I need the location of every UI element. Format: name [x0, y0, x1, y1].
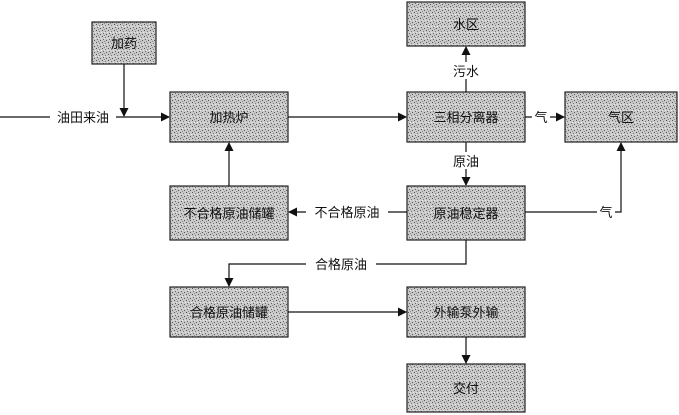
box-dosing-label: 加药 [111, 37, 137, 52]
box-export-pump-label: 外输泵外输 [433, 305, 498, 321]
label-gas-from-separator: 气 [534, 110, 547, 126]
box-three-phase-separator-label: 三相分离器 [433, 110, 498, 126]
box-delivery: 交付 [406, 363, 526, 413]
label-crude-oil: 原油 [453, 155, 479, 170]
box-water-zone: 水区 [406, 1, 526, 47]
box-three-phase-separator: 三相分离器 [406, 91, 526, 143]
label-sewage: 污水 [453, 65, 479, 80]
arrow-stabilizer-to-gas [525, 142, 626, 213]
label-gas-from-stabilizer: 气 [599, 205, 612, 221]
box-export-pump: 外输泵外输 [406, 286, 526, 338]
box-crude-stabilizer-label: 原油稳定器 [433, 206, 498, 222]
label-field-oil-in: 油田来油 [57, 111, 109, 126]
box-heating-furnace: 加热炉 [169, 91, 289, 143]
box-gas-zone: 气区 [564, 91, 678, 143]
box-unqualified-storage-label: 不合格原油储罐 [183, 206, 274, 222]
box-delivery-label: 交付 [453, 381, 479, 397]
box-qualified-storage-label: 合格原油储罐 [190, 305, 268, 321]
box-crude-stabilizer: 原油稳定器 [406, 185, 526, 241]
box-gas-zone-label: 气区 [608, 110, 634, 126]
box-water-zone-label: 水区 [453, 18, 479, 33]
box-unqualified-storage: 不合格原油储罐 [169, 185, 289, 241]
label-qualified-crude: 合格原油 [315, 257, 367, 273]
box-heating-furnace-label: 加热炉 [209, 111, 248, 126]
box-qualified-storage: 合格原油储罐 [169, 286, 289, 338]
box-dosing: 加药 [91, 21, 157, 65]
label-unqualified-crude: 不合格原油 [314, 205, 379, 221]
